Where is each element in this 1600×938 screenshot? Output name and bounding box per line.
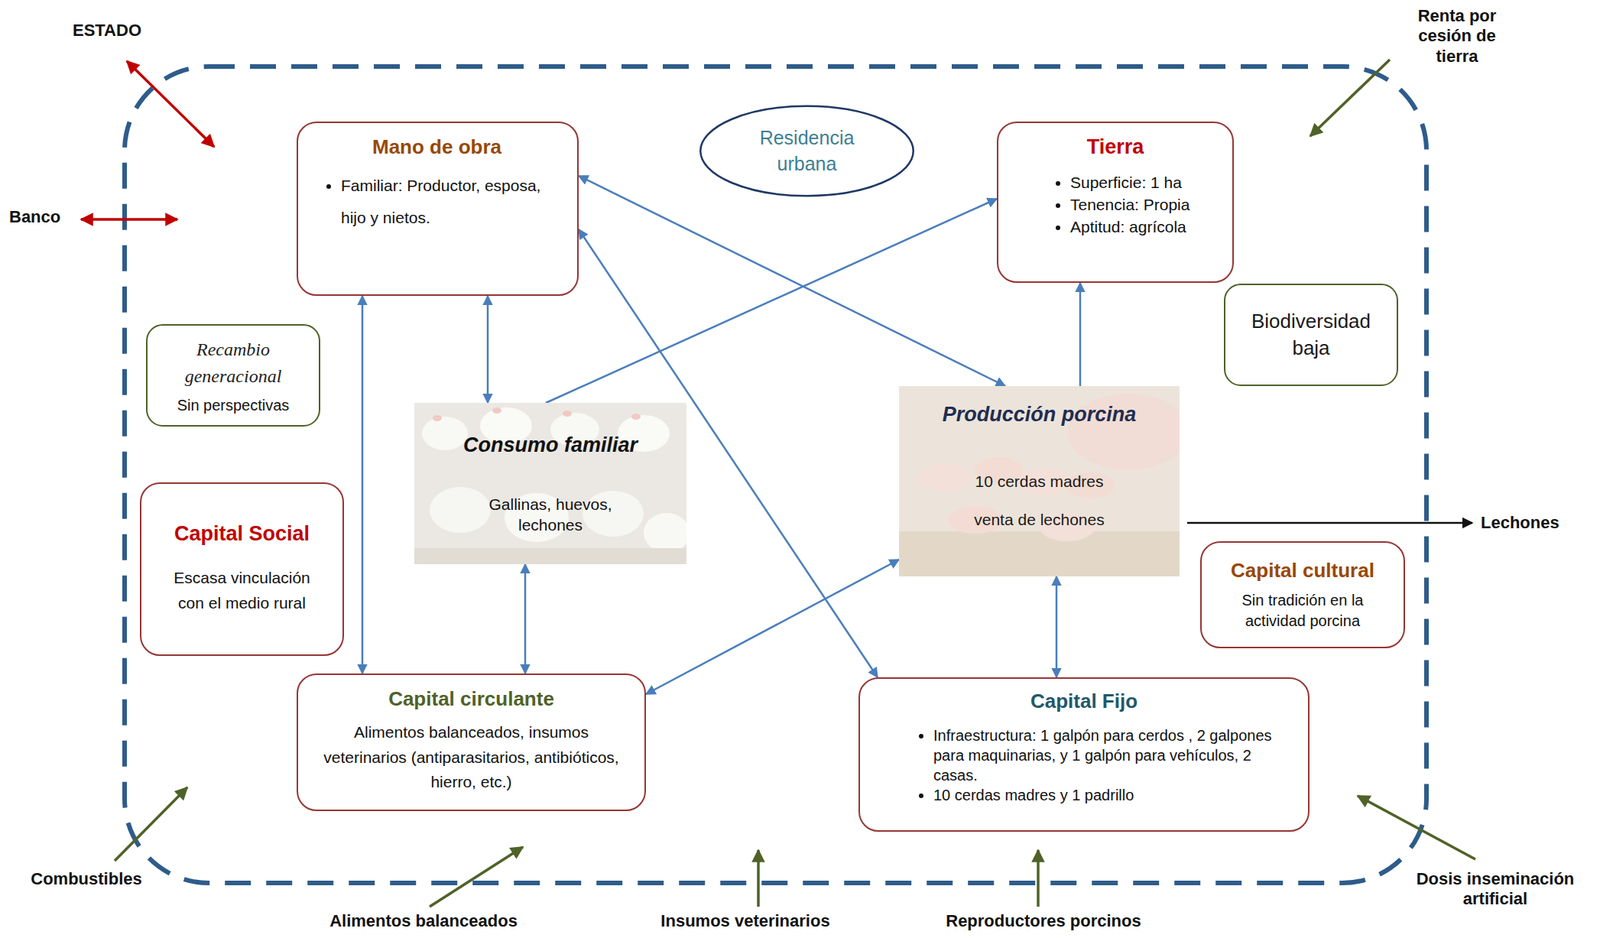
box-text: Alimentos balanceados, insumos veterinar…: [321, 720, 622, 796]
bullet-list: Superficie: 1 haTenencia: PropiaAptitud:…: [1009, 171, 1222, 238]
box-text: Escasa vinculación con el medio rural: [159, 565, 325, 616]
bullet-item: Familiar: Productor, esposa, hijo y niet…: [340, 169, 564, 234]
box-title: Capital Social: [159, 522, 325, 546]
box-title: Capital Fijo: [860, 689, 1281, 714]
photo-background: [414, 402, 687, 565]
capital-box: Capital SocialEscasa vinculación con el …: [139, 482, 345, 656]
external-arrow: [126, 61, 215, 147]
box-title: Capital circulante: [321, 687, 622, 711]
external-label: Renta por cesión de tierra: [1403, 6, 1511, 67]
connector-arrow: [524, 564, 527, 674]
external-label: Reproductores porcinos: [928, 911, 1159, 932]
box-text: Sin perspectivas: [158, 396, 309, 415]
external-arrow: [1357, 795, 1476, 860]
external-arrow: [81, 217, 178, 221]
external-arrow: [1036, 850, 1040, 907]
external-label: Banco: [9, 207, 78, 228]
box-title: Mano de obra: [310, 135, 564, 160]
connector-arrow: [361, 295, 364, 674]
attribute-box: Recambio generacionalSin perspectivas: [146, 324, 321, 427]
external-label: Dosis inseminación artificial: [1403, 869, 1588, 910]
box-text: Gallinas, huevos, lechones: [473, 493, 627, 536]
box-title: Capital cultural: [1213, 558, 1392, 583]
external-label: Insumos veterinarios: [645, 911, 845, 932]
bullet-item: Tenencia: Propia: [1070, 193, 1222, 216]
external-label: Lechones: [1480, 512, 1581, 533]
resource-box: Mano de obraFamiliar: Productor, esposa,…: [296, 121, 579, 296]
external-arrow: [1310, 59, 1390, 137]
bullet-list: Infraestructura: 1 galpón para cerdos , …: [860, 725, 1281, 805]
output-arrow: [1187, 522, 1473, 525]
connector-arrow: [1079, 282, 1082, 387]
box-text: Sin tradición en la actividad porcina: [1213, 590, 1392, 632]
box-title: Recambio generacional: [158, 336, 309, 390]
bullet-item: Superficie: 1 ha: [1070, 171, 1222, 194]
external-label: Combustibles: [9, 869, 163, 890]
box-title: Tierra: [1009, 135, 1222, 160]
box-text: venta de lechones: [906, 510, 1172, 530]
bullet-list: Familiar: Productor, esposa, hijo y niet…: [310, 169, 564, 234]
activity-photo-box: Producción porcina 10 cerdas madres venta …: [898, 386, 1180, 577]
connector-arrow: [1055, 576, 1059, 678]
external-arrow: [756, 850, 760, 907]
external-arrow: [114, 787, 188, 861]
external-label: Alimentos balanceados: [308, 911, 539, 932]
box-text: Biodiversidad baja: [1240, 308, 1382, 362]
ellipse-outline: [698, 104, 916, 198]
bullet-item: Aptitud: agrícola: [1070, 215, 1222, 238]
box-text: Residencia urbana: [744, 125, 870, 178]
connector-arrow: [645, 559, 899, 695]
external-arrow: [429, 847, 523, 907]
connector-arrow: [545, 198, 997, 403]
bullet-item: Infraestructura: 1 galpón para cerdos , …: [933, 725, 1281, 786]
connector-arrow: [486, 295, 490, 403]
capital-box: Capital FijoInfraestructura: 1 galpón pa…: [858, 677, 1310, 832]
capital-box: Capital culturalSin tradición en la acti…: [1200, 541, 1406, 649]
resource-box: TierraSuperficie: 1 haTenencia: PropiaAp…: [996, 121, 1234, 283]
external-label: ESTADO: [53, 20, 161, 41]
capital-box: Capital circulanteAlimentos balanceados,…: [296, 673, 646, 812]
activity-photo-box: Consumo familiarGallinas, huevos, lechon…: [414, 402, 687, 565]
box-text: 10 cerdas madres: [906, 472, 1172, 491]
attribute-box: Biodiversidad baja: [1223, 283, 1399, 387]
ellipse-node: Residencia urbana: [698, 104, 916, 198]
box-title: Producción porcina: [906, 402, 1172, 427]
bullet-item: 10 cerdas madres y 1 padrillo: [933, 785, 1281, 805]
system-boundary: [124, 66, 1427, 883]
box-title: Consumo familiar: [421, 433, 679, 458]
connector-arrow: [578, 175, 1006, 387]
